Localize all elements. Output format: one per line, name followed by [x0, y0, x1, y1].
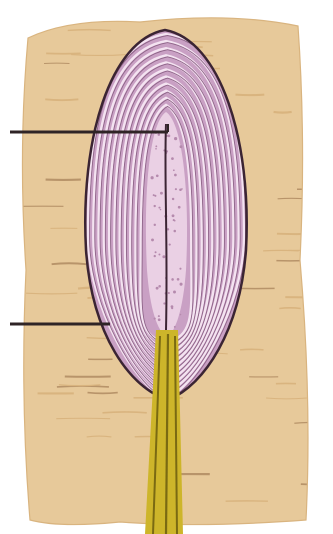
core-granule — [163, 302, 165, 304]
core-granule — [181, 188, 183, 190]
tissue-streak — [274, 112, 292, 113]
core-granule — [160, 192, 163, 195]
core-granule — [158, 254, 160, 256]
core-granule — [179, 268, 181, 270]
core-granule — [155, 145, 157, 147]
core-granule — [155, 148, 157, 150]
core-granule — [171, 305, 174, 308]
core-granule — [172, 214, 175, 217]
core-granule — [173, 291, 176, 294]
core-granule — [168, 135, 171, 138]
core-granule — [177, 278, 180, 281]
core-granule — [173, 219, 175, 221]
tissue-streak — [240, 349, 263, 350]
tissue-streak — [88, 393, 118, 394]
core-granule — [174, 326, 176, 328]
core-granule — [174, 174, 177, 177]
core-granule — [180, 145, 183, 148]
core-granule — [158, 207, 160, 209]
core-granule — [173, 230, 176, 233]
core-granule — [156, 287, 159, 290]
core-granule — [174, 137, 177, 140]
tissue-streak — [68, 30, 111, 31]
core-granule — [160, 209, 162, 211]
core-granule — [172, 198, 174, 200]
core-granule — [158, 285, 161, 288]
tissue-streak — [52, 263, 87, 264]
core-granule — [171, 157, 174, 160]
tissue-streak — [26, 293, 77, 294]
core-granule — [162, 255, 165, 258]
core-granule — [154, 318, 156, 320]
core-granule — [175, 188, 177, 190]
core-granule — [155, 251, 157, 253]
core-granule — [158, 318, 161, 321]
core-granule — [168, 292, 170, 294]
core-granule — [178, 206, 181, 209]
core-granule — [154, 255, 156, 257]
tissue-streak — [294, 422, 328, 423]
core-granule — [158, 133, 161, 136]
axon-terminal — [165, 124, 166, 330]
core-granule — [169, 244, 171, 246]
core-granule — [171, 278, 174, 281]
tissue-streak — [45, 99, 78, 100]
core-granule — [180, 314, 182, 316]
tissue-streak — [279, 308, 300, 309]
inner-core — [146, 112, 187, 338]
core-granule — [180, 283, 183, 286]
core-granule — [154, 224, 156, 226]
core-granule — [154, 195, 156, 197]
tissue-streak — [278, 198, 306, 199]
core-granule — [151, 238, 154, 241]
core-granule — [151, 176, 154, 179]
tissue-streak — [102, 412, 146, 413]
core-granule — [173, 169, 175, 171]
core-granule — [153, 205, 155, 207]
core-granule — [156, 174, 159, 177]
tissue-streak — [235, 95, 264, 96]
core-granule — [158, 315, 160, 317]
